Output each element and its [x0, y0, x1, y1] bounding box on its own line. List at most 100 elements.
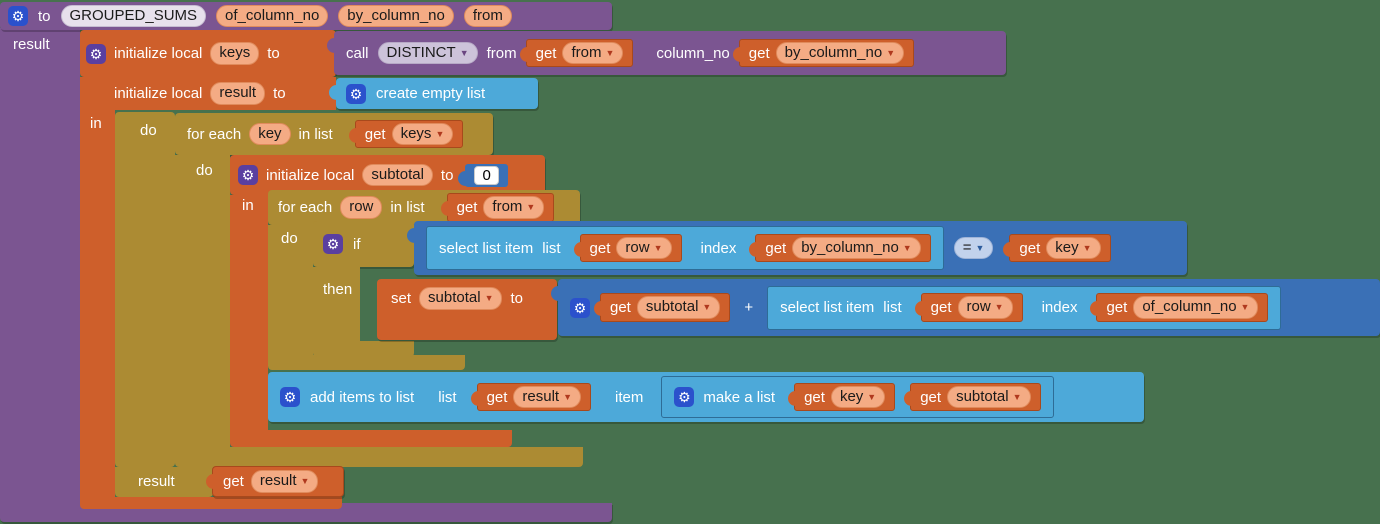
dropdown-arrow-icon: ▼ [605, 47, 615, 58]
index-slot-label: index [1041, 299, 1078, 316]
local-name-field-keys[interactable]: keys [210, 42, 260, 65]
var-name: by_column_no [801, 238, 899, 256]
number-field[interactable]: 0 [474, 165, 499, 185]
init-locals-bottom[interactable] [80, 497, 342, 509]
init-subtotal-left-column[interactable]: in [230, 195, 268, 430]
procedure-result-slot-label: result [13, 36, 50, 53]
variable-dropdown[interactable]: by_column_no▼ [775, 41, 905, 65]
init-local-keys-block[interactable]: ⚙ initialize local keys to [80, 30, 336, 77]
get-key-block[interactable]: get key▼ [1003, 233, 1111, 263]
for-each-row-block[interactable]: for each row in list get from▼ [268, 190, 580, 225]
get-keys-block[interactable]: get keys▼ [348, 119, 464, 149]
get-of-column-no-block[interactable]: get of_column_no▼ [1090, 293, 1269, 322]
var-name: keys [400, 124, 432, 142]
variable-dropdown[interactable]: result▼ [513, 385, 582, 409]
variable-dropdown[interactable]: result▼ [250, 470, 319, 493]
for-each-row-bottom[interactable] [268, 355, 465, 370]
dropdown-arrow-icon: ▼ [994, 302, 1004, 312]
for-each-key-block[interactable]: for each key in list get keys▼ [175, 113, 493, 155]
to-label: to [38, 7, 51, 25]
mutator-gear-icon[interactable]: ⚙ [8, 6, 28, 26]
for-each-key-left-column[interactable]: do [175, 155, 230, 447]
for-each-row-left-column[interactable]: do [268, 225, 313, 355]
variable-dropdown[interactable]: by_column_no▼ [792, 236, 921, 260]
get-subtotal-block[interactable]: get subtotal▼ [593, 293, 731, 322]
get-row-block[interactable]: get row▼ [573, 233, 682, 263]
param-field-from[interactable]: from [463, 4, 512, 28]
init-local-subtotal-block[interactable]: ⚙ initialize local subtotal to 0 [230, 155, 545, 195]
init-subtotal-bottom[interactable] [230, 430, 512, 447]
local-name-field-result[interactable]: result [210, 82, 266, 105]
variable-dropdown[interactable]: subtotal▼ [947, 385, 1031, 409]
in-list-label: in list [390, 199, 425, 216]
variable-dropdown[interactable]: key▼ [1046, 236, 1101, 260]
set-label: set [391, 289, 412, 307]
procedure-dropdown[interactable]: DISTINCT ▼ [377, 41, 478, 65]
do-slot-label: do [281, 230, 298, 247]
variable-dropdown[interactable]: row▼ [616, 236, 672, 260]
operator-value: = [962, 238, 972, 256]
mutator-gear-icon[interactable]: ⚙ [238, 165, 258, 185]
mutator-gear-icon[interactable]: ⚙ [86, 43, 106, 64]
variable-dropdown[interactable]: keys▼ [391, 122, 454, 146]
variable-dropdown[interactable]: subtotal▼ [419, 287, 503, 310]
get-result-block[interactable]: get result▼ [470, 382, 592, 412]
dropdown-arrow-icon: ▼ [526, 202, 536, 212]
number-zero-block[interactable]: 0 [458, 163, 508, 187]
dropdown-arrow-icon: ▼ [975, 242, 985, 253]
comparison-operator-dropdown[interactable]: = ▼ [953, 236, 994, 260]
loop-var-field-key[interactable]: key [249, 122, 291, 146]
result-slot-label: result [138, 473, 175, 490]
select-list-item-block[interactable]: select list item list get row▼ index get… [767, 285, 1282, 330]
procedure-block-left-column[interactable] [0, 28, 80, 506]
variable-dropdown[interactable]: key▼ [830, 385, 886, 409]
variable-dropdown[interactable]: from▼ [483, 196, 545, 219]
if-left-column[interactable]: then [313, 267, 360, 341]
add-items-to-list-block[interactable]: ⚙ add items to list list get result▼ ite… [268, 372, 1144, 422]
equals-compare-block[interactable]: select list item list get row▼ index get… [407, 221, 1187, 275]
mutator-gear-icon[interactable]: ⚙ [674, 387, 695, 407]
local-name-field-subtotal[interactable]: subtotal [362, 163, 433, 187]
variable-dropdown[interactable]: of_column_no▼ [1133, 296, 1259, 319]
variable-dropdown[interactable]: subtotal▼ [636, 296, 721, 319]
get-label: get [765, 239, 787, 257]
param-name: of_column_no [225, 6, 320, 24]
get-by-column-no-block[interactable]: get by_column_no▼ [749, 233, 931, 263]
loop-var-field-row[interactable]: row [340, 196, 383, 219]
get-from-block[interactable]: get from▼ [519, 38, 634, 68]
var-name: row [625, 238, 650, 256]
param-field-of-column-no[interactable]: of_column_no [216, 4, 329, 28]
var-name: row [966, 298, 991, 316]
do-result-block-result-row[interactable]: result [115, 467, 213, 497]
mutator-gear-icon[interactable]: ⚙ [346, 83, 366, 104]
get-row-block[interactable]: get row▼ [914, 293, 1023, 322]
mutator-gear-icon[interactable]: ⚙ [280, 387, 300, 407]
param-field-by-column-no[interactable]: by_column_no [338, 4, 454, 28]
init-locals-left-column[interactable]: in [80, 110, 115, 497]
variable-dropdown[interactable]: from▼ [562, 41, 624, 65]
get-key-block[interactable]: get key▼ [788, 382, 896, 412]
do-result-block-left-column[interactable]: do [115, 112, 175, 467]
for-each-key-bottom[interactable] [175, 447, 583, 467]
make-a-list-block[interactable]: ⚙ make a list get key▼ get subtotal▼ [661, 376, 1054, 418]
dropdown-arrow-icon: ▼ [435, 128, 445, 139]
get-result-block[interactable]: get result▼ [206, 466, 344, 497]
call-procedure-block[interactable]: call DISTINCT ▼ from get from▼ column_no… [327, 31, 1006, 75]
set-subtotal-block[interactable]: set subtotal▼ to [377, 279, 557, 340]
for-each-label: for each [187, 125, 242, 143]
if-block[interactable]: ⚙ if [313, 221, 414, 267]
mutator-gear-icon[interactable]: ⚙ [570, 297, 590, 318]
create-empty-list-block[interactable]: ⚙ create empty list [329, 78, 538, 109]
mutator-gear-icon[interactable]: ⚙ [323, 234, 343, 254]
if-bottom[interactable] [313, 341, 414, 357]
init-local-result-block[interactable]: initialize local result to [80, 77, 336, 110]
get-by-column-no-block[interactable]: get by_column_no▼ [732, 38, 915, 68]
select-list-item-block[interactable]: select list item list get row▼ index get… [426, 226, 944, 270]
procedure-name-field[interactable]: GROUPED_SUMS [60, 4, 207, 28]
variable-dropdown[interactable]: row▼ [957, 296, 1013, 319]
plus-block[interactable]: ⚙ get subtotal▼ + select list item list … [551, 279, 1380, 336]
get-subtotal-block[interactable]: get subtotal▼ [904, 382, 1041, 412]
procedure-definition-block[interactable]: ⚙ to GROUPED_SUMS of_column_no by_column… [0, 2, 612, 30]
get-from-block[interactable]: get from▼ [440, 193, 555, 222]
get-label: get [930, 299, 952, 316]
